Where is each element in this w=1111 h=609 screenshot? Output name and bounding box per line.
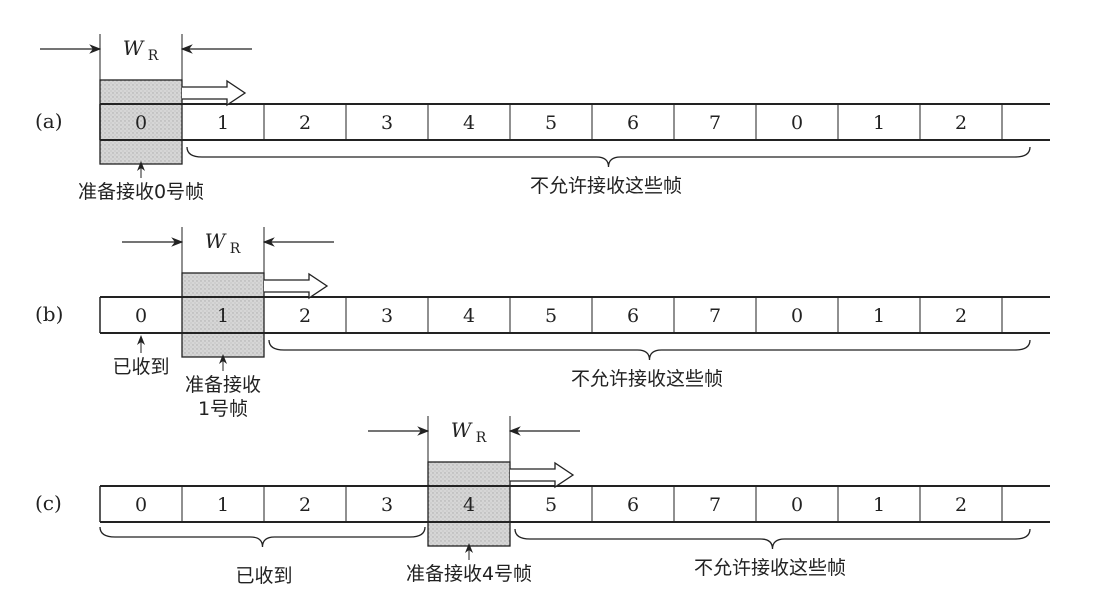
frame-number: 4 bbox=[463, 112, 475, 134]
frame-number: 1 bbox=[873, 305, 885, 327]
not-allowed-label: 不允许接收这些帧 bbox=[694, 557, 846, 579]
frame-number: 1 bbox=[217, 494, 229, 516]
frame-number: 0 bbox=[791, 112, 803, 134]
frame-number: 4 bbox=[463, 305, 475, 327]
frame-number: 6 bbox=[627, 494, 639, 516]
frame-number: 1 bbox=[217, 112, 229, 134]
window-size-label: W bbox=[451, 418, 473, 442]
frame-number: 0 bbox=[135, 305, 147, 327]
frame-number: 7 bbox=[709, 494, 721, 516]
window-size-subscript: R bbox=[476, 430, 487, 446]
frame-number: 0 bbox=[791, 494, 803, 516]
frame-number: 3 bbox=[381, 305, 393, 327]
receive-window-box bbox=[181, 272, 265, 358]
frame-number: 3 bbox=[381, 112, 393, 134]
received-brace bbox=[99, 526, 426, 548]
row-label: (b) bbox=[35, 302, 63, 326]
frame-number: 5 bbox=[545, 494, 557, 516]
frame-number: 1 bbox=[217, 305, 229, 327]
frame-number: 5 bbox=[545, 112, 557, 134]
not-allowed-brace bbox=[186, 146, 1031, 168]
ready-to-receive-label: 准备接收 bbox=[185, 374, 261, 396]
receive-window-box bbox=[99, 79, 183, 165]
frame-number: 0 bbox=[135, 112, 147, 134]
row-label: (c) bbox=[35, 491, 62, 515]
frame-number: 2 bbox=[955, 494, 967, 516]
slide-direction-arrow bbox=[510, 461, 575, 489]
window-size-subscript: R bbox=[148, 48, 159, 64]
frame-number: 2 bbox=[955, 305, 967, 327]
frame-number: 7 bbox=[709, 112, 721, 134]
window-size-subscript: R bbox=[230, 241, 241, 257]
frame-number: 0 bbox=[791, 305, 803, 327]
frame-number: 6 bbox=[627, 112, 639, 134]
slide-direction-arrow bbox=[264, 272, 329, 300]
not-allowed-label: 不允许接收这些帧 bbox=[530, 175, 682, 197]
not-allowed-label: 不允许接收这些帧 bbox=[571, 368, 723, 390]
frame-number: 3 bbox=[381, 494, 393, 516]
window-size-label: W bbox=[123, 36, 145, 60]
frame-number: 1 bbox=[873, 112, 885, 134]
frame-number: 6 bbox=[627, 305, 639, 327]
frame-number: 2 bbox=[955, 112, 967, 134]
frame-number: 2 bbox=[299, 112, 311, 134]
row-label: (a) bbox=[35, 109, 63, 133]
frame-number: 2 bbox=[299, 494, 311, 516]
frame-number: 4 bbox=[463, 494, 475, 516]
ready-to-receive-label: 1号帧 bbox=[198, 398, 248, 420]
window-size-label: W bbox=[205, 229, 227, 253]
not-allowed-brace bbox=[514, 528, 1031, 550]
slide-direction-arrow bbox=[182, 79, 247, 107]
ready-to-receive-label: 准备接收0号帧 bbox=[78, 181, 204, 203]
frame-number: 7 bbox=[709, 305, 721, 327]
frame-number: 5 bbox=[545, 305, 557, 327]
not-allowed-brace bbox=[268, 339, 1031, 361]
received-label: 已收到 bbox=[112, 356, 169, 378]
frame-number: 1 bbox=[873, 494, 885, 516]
ready-to-receive-label: 准备接收4号帧 bbox=[406, 563, 532, 585]
frame-number: 0 bbox=[135, 494, 147, 516]
receive-window-box bbox=[427, 461, 511, 547]
received-label: 已收到 bbox=[235, 565, 292, 587]
frame-number: 2 bbox=[299, 305, 311, 327]
